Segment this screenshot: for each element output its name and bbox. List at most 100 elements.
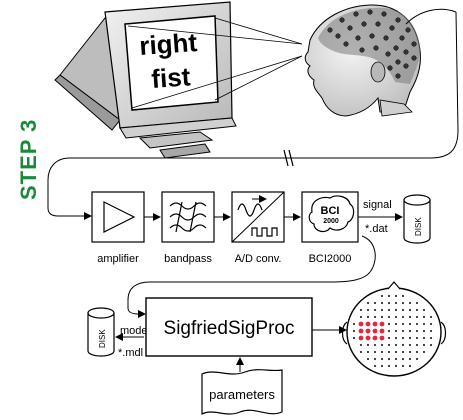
topo-electrode <box>359 315 363 319</box>
topo-electrode <box>366 301 370 305</box>
topo-electrode-active <box>379 321 385 327</box>
topo-electrode <box>387 301 391 305</box>
model-label: model <box>120 325 150 337</box>
topo-electrode <box>373 357 377 361</box>
head-icon <box>304 4 457 117</box>
topo-electrode <box>415 301 419 305</box>
topo-electrode <box>380 364 384 368</box>
topo-electrode <box>408 301 412 305</box>
head-electrodes <box>327 9 417 79</box>
topo-electrode <box>415 357 419 361</box>
bci2000-block: BCI 2000 BCI2000 <box>301 191 359 265</box>
topo-electrode <box>387 357 391 361</box>
topo-electrode <box>401 336 405 340</box>
bci-logo-top: BCI <box>321 205 340 217</box>
topo-electrode <box>408 350 412 354</box>
cable-to-pipeline <box>47 11 459 217</box>
topo-electrode <box>380 357 384 361</box>
topo-electrodes <box>352 294 433 368</box>
topo-electrode <box>380 308 384 312</box>
topo-electrode <box>373 350 377 354</box>
topo-electrode <box>429 343 433 347</box>
topo-electrode <box>352 336 356 340</box>
topo-electrode-active <box>365 328 371 334</box>
monitor-icon: right fist <box>54 1 237 159</box>
topo-electrode <box>415 315 419 319</box>
topo-electrode <box>359 350 363 354</box>
sigproc-block: SigfriedSigProc <box>145 297 313 357</box>
topo-electrode <box>408 322 412 326</box>
topo-electrode <box>394 357 398 361</box>
parameters-label: parameters <box>209 387 275 402</box>
topo-electrode <box>415 322 419 326</box>
topo-electrode <box>408 336 412 340</box>
bci-logo-bottom: 2000 <box>323 218 339 225</box>
model-ext-label: *.mdl <box>118 347 143 359</box>
topo-electrode <box>401 322 405 326</box>
topo-electrode <box>408 357 412 361</box>
topo-electrode <box>408 329 412 333</box>
topo-electrode <box>373 364 377 368</box>
topo-map-icon <box>341 281 447 377</box>
topo-electrode <box>366 315 370 319</box>
topo-electrode-active <box>372 335 378 341</box>
topo-electrode <box>366 343 370 347</box>
topo-electrode <box>415 336 419 340</box>
topo-electrode <box>366 308 370 312</box>
topo-electrode <box>373 301 377 305</box>
monitor-text-line1: right <box>138 27 198 61</box>
topo-electrode-active <box>372 321 378 327</box>
topo-electrode <box>380 350 384 354</box>
topo-electrode <box>359 308 363 312</box>
model-disk-label: DISK <box>98 329 107 348</box>
amplifier-block: amplifier <box>91 191 145 265</box>
topo-electrode <box>394 308 398 312</box>
topo-electrode-active <box>358 328 364 334</box>
signal-disk-icon: DISK <box>403 194 431 244</box>
topo-electrode <box>394 294 398 298</box>
topo-electrode <box>408 364 412 368</box>
topo-electrode <box>387 336 391 340</box>
topo-electrode <box>380 343 384 347</box>
topo-electrode <box>366 350 370 354</box>
ad-converter-block: A/D conv. <box>231 191 285 265</box>
topo-electrode <box>422 336 426 340</box>
ad-converter-label: A/D conv. <box>235 253 282 265</box>
topo-electrode <box>401 301 405 305</box>
topo-electrode <box>387 294 391 298</box>
bandpass-block: bandpass <box>161 191 215 265</box>
topo-electrode <box>415 329 419 333</box>
topo-electrode <box>380 294 384 298</box>
brain-icon <box>308 195 355 233</box>
topo-electrode <box>380 315 384 319</box>
signal-disk-label: DISK <box>414 217 423 236</box>
topo-electrode <box>394 350 398 354</box>
topo-electrode <box>373 308 377 312</box>
topo-electrode <box>408 343 412 347</box>
topo-electrode <box>401 294 405 298</box>
topo-electrode <box>422 350 426 354</box>
topo-electrode <box>422 322 426 326</box>
topo-electrode <box>352 322 356 326</box>
topo-electrode <box>429 315 433 319</box>
topo-electrode <box>401 364 405 368</box>
topo-electrode-active <box>372 328 378 334</box>
topo-electrode <box>415 308 419 312</box>
topo-electrode <box>387 315 391 319</box>
topo-electrode <box>422 308 426 312</box>
cable-break-mark <box>283 149 294 167</box>
topo-electrode <box>429 322 433 326</box>
topo-electrode <box>394 301 398 305</box>
parameters-doc-icon: parameters <box>201 369 283 415</box>
topo-electrode <box>394 336 398 340</box>
topo-electrode <box>422 315 426 319</box>
topo-electrode <box>415 350 419 354</box>
topo-electrode-active <box>358 321 364 327</box>
bandpass-label: bandpass <box>164 253 212 265</box>
topo-electrode <box>380 301 384 305</box>
topo-electrode <box>408 308 412 312</box>
topo-electrode <box>401 315 405 319</box>
topo-electrode <box>373 315 377 319</box>
